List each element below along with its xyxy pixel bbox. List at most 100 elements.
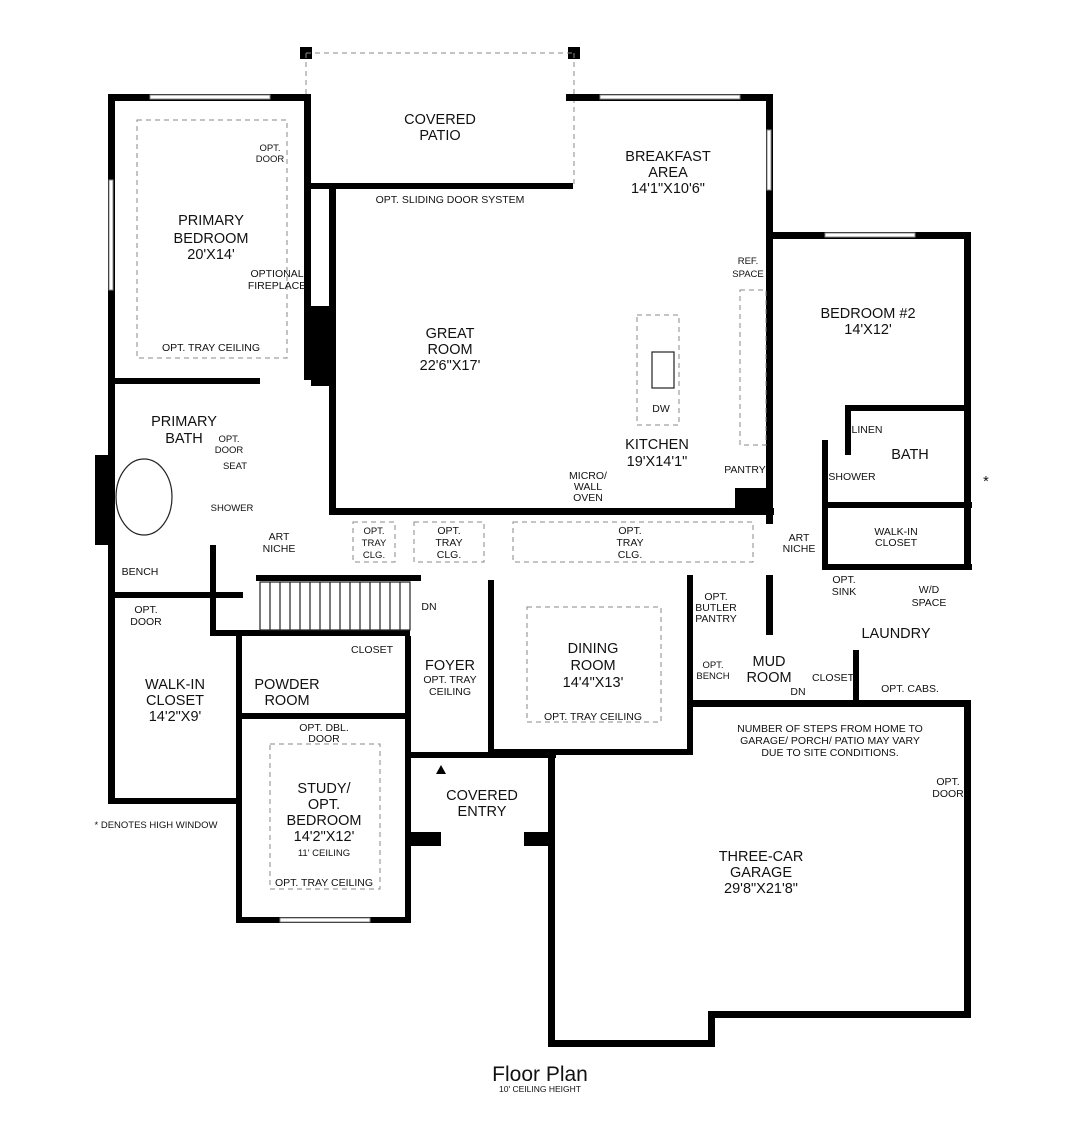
mud-line1: MUD (752, 654, 785, 670)
optional-fireplace-1: OPTIONAL (250, 268, 303, 280)
tray-clg-a1: OPT. (363, 526, 384, 537)
counter (739, 289, 767, 446)
foyer-name: FOYER (425, 658, 475, 674)
opt-door-label-2a: OPT. (218, 434, 239, 445)
laundry-name: LAUNDRY (861, 626, 930, 642)
closet-label-mud: CLOSET (812, 672, 855, 684)
powder-line1: POWDER (254, 677, 319, 693)
steps-note-3: DUE TO SITE CONDITIONS. (761, 747, 898, 759)
tray-clg-c2: TRAY (616, 537, 643, 549)
tray-clg-b3: CLG. (437, 549, 462, 561)
study-line3: BEDROOM (287, 813, 362, 829)
tray-clg-b2: TRAY (435, 537, 462, 549)
great-room-dim: 22'6"X17' (420, 358, 481, 374)
bathtub (115, 458, 173, 536)
closet-label-powder: CLOSET (351, 644, 394, 656)
kitchen-island (636, 314, 680, 426)
walkin-primary-2: CLOSET (146, 693, 204, 709)
tray-clg-c1: OPT. (618, 525, 641, 537)
garage-line2: GARAGE (730, 865, 792, 881)
dw-label: DW (652, 403, 670, 415)
garage-line1: THREE-CAR (719, 849, 804, 865)
page-subtitle: 10' CEILING HEIGHT (499, 1084, 581, 1094)
dn-label-mud: DN (790, 686, 805, 698)
wd-space-2: SPACE (912, 597, 947, 609)
opt-door-label-2b: DOOR (215, 445, 244, 456)
tray-clg-b1: OPT. (437, 525, 460, 537)
great-room-line2: ROOM (427, 342, 472, 358)
primary-bedroom-line1: PRIMARY (178, 213, 244, 229)
primary-bath-line1: PRIMARY (151, 414, 217, 430)
tray-clg-a2: TRAY (362, 538, 387, 549)
pantry-label: PANTRY (724, 464, 766, 476)
study-line2: OPT. (308, 797, 340, 813)
study-line1: STUDY/ (297, 781, 351, 797)
covered-patio-line2: PATIO (419, 128, 460, 144)
micro-3: OVEN (573, 492, 603, 504)
opt-dbl-door-2: DOOR (308, 733, 340, 745)
art-niche-left-1: ART (269, 531, 290, 543)
stairs (259, 581, 411, 631)
walkin-right-1: WALK-IN (874, 526, 917, 538)
butler-1: OPT. (704, 591, 727, 603)
art-niche-right-2: NICHE (783, 543, 816, 555)
study-dim: 14'2"X12' (294, 829, 355, 845)
micro-2: WALL (574, 481, 602, 493)
opt-door-label-1a: OPT. (259, 143, 280, 154)
opt-dbl-door-1: OPT. DBL. (299, 722, 349, 734)
tray-clg-c3: CLG. (618, 549, 643, 561)
steps-note-2: GARAGE/ PORCH/ PATIO MAY VARY (740, 735, 920, 747)
mud-line2: ROOM (746, 670, 791, 686)
walls (95, 47, 972, 1047)
high-window-asterisk: * (983, 474, 989, 490)
dn-label-stairs: DN (421, 601, 436, 613)
opt-sink-2: SINK (832, 586, 857, 598)
opt-sink-1: OPT. (832, 574, 855, 586)
study-ceiling: 11' CEILING (298, 848, 350, 859)
opt-cabs: OPT. CABS. (881, 683, 939, 695)
dining-dim: 14'4"X13' (563, 675, 624, 691)
bedroom2-dim: 14'X12' (844, 322, 892, 338)
micro-1: MICRO/ (569, 470, 607, 482)
ref-space-2: SPACE (732, 269, 764, 280)
shower-left: SHOWER (211, 503, 254, 514)
bench-label: BENCH (122, 566, 159, 578)
opt-tray-ceiling-study: OPT. TRAY CEILING (275, 877, 373, 889)
shower-right: SHOWER (828, 471, 876, 483)
wd-space-1: W/D (919, 584, 940, 596)
opt-door-label-3b: DOOR (130, 616, 162, 628)
foyer-tray-1: OPT. TRAY (423, 674, 476, 686)
covered-patio-line1: COVERED (404, 112, 476, 128)
breakfast-line2: AREA (648, 165, 688, 181)
linen-label: LINEN (852, 424, 883, 436)
covered-entry-1: COVERED (446, 788, 518, 804)
foyer-tray-2: CEILING (429, 686, 471, 698)
opt-bench-2: BENCH (696, 671, 729, 682)
opt-bench-1: OPT. (702, 660, 723, 671)
opt-door-label-4b: DOOR (932, 788, 964, 800)
bedroom2-name: BEDROOM #2 (820, 306, 915, 322)
sink (651, 351, 675, 389)
steps-note-1: NUMBER OF STEPS FROM HOME TO (737, 723, 923, 735)
opt-tray-ceiling-primary: OPT. TRAY CEILING (162, 342, 260, 354)
walkin-primary-dim: 14'2"X9' (149, 709, 202, 725)
seat-label: SEAT (223, 461, 247, 472)
art-niche-left-2: NICHE (263, 543, 296, 555)
opt-door-label-3a: OPT. (134, 604, 157, 616)
primary-bedroom-line2: BEDROOM (174, 231, 249, 247)
dining-line1: DINING (568, 641, 619, 657)
opt-tray-ceiling-dining: OPT. TRAY CEILING (544, 711, 642, 723)
tray-clg-a3: CLG. (363, 550, 385, 561)
primary-bedroom-dim: 20'X14' (187, 247, 235, 263)
covered-entry-2: ENTRY (458, 804, 507, 820)
butler-3: PANTRY (695, 613, 737, 625)
opt-door-label-1b: DOOR (256, 154, 285, 165)
butler-2: BUTLER (695, 602, 737, 614)
walkin-right-2: CLOSET (875, 537, 918, 549)
ref-space-1: REF. (738, 256, 759, 267)
bath-name: BATH (891, 447, 929, 463)
garage-dim: 29'8"X21'8" (724, 881, 798, 897)
breakfast-line1: BREAKFAST (625, 149, 711, 165)
great-room-line1: GREAT (426, 326, 475, 342)
